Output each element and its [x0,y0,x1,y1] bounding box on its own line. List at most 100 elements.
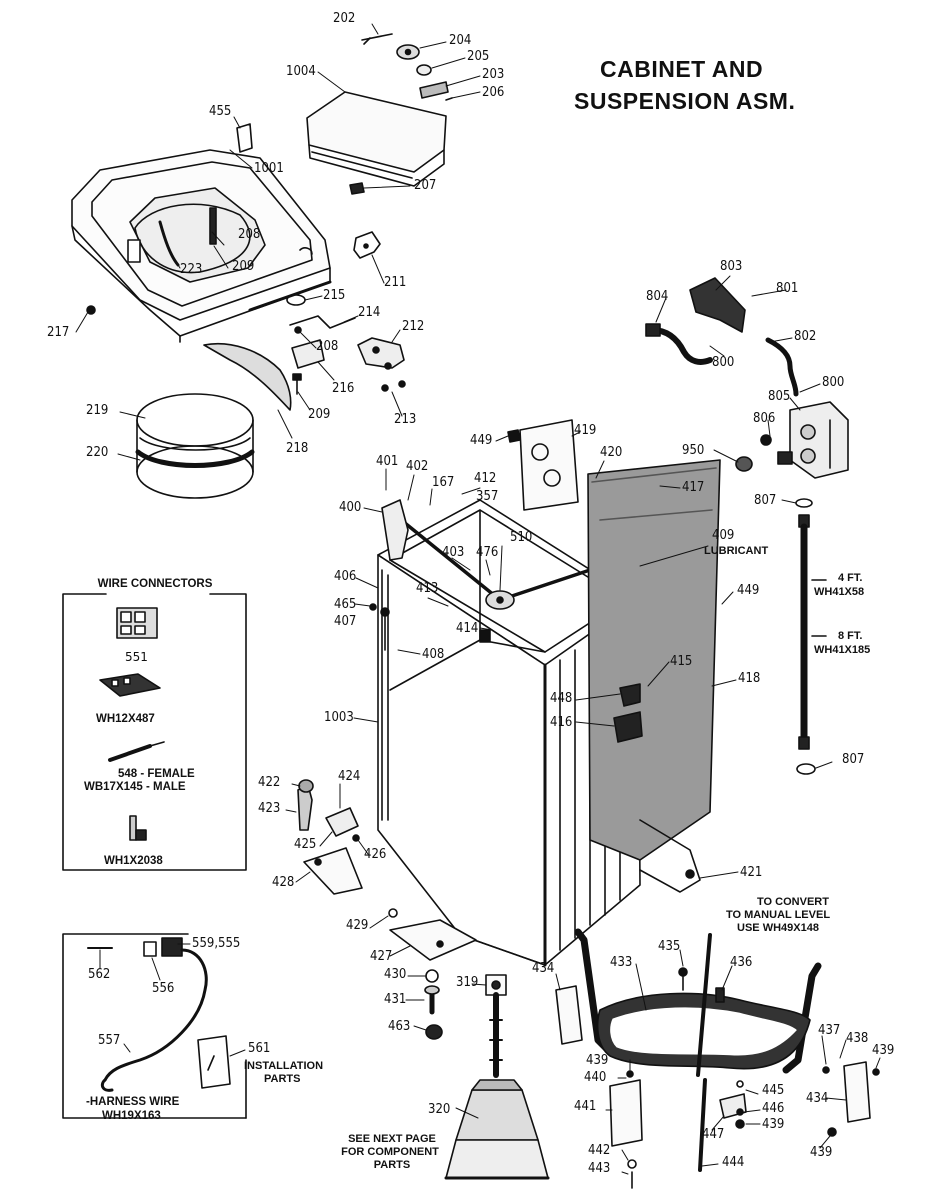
part-number-label: 434 [532,961,555,976]
part-number-label: 422 [258,775,281,790]
convert-note-2: TO MANUAL LEVEL [725,909,831,921]
connector-551-icon [116,607,158,639]
part-number-label: 436 [730,955,753,970]
part-number-label: 1004 [286,64,316,79]
harness-label-559: 559,555 [192,936,241,951]
part-number-label: 434 [806,1091,829,1106]
part-number-label: 449 [737,583,760,598]
hose-4ft-note: 4 FT. [838,572,863,584]
installation-note-2: PARTS [264,1073,301,1085]
part-number-label: 208 [238,227,261,242]
hose-8ft-part: WH41X185 [814,644,871,656]
diagram-title-line-1: CABINET AND [600,56,764,82]
part-number-label: 428 [272,875,295,890]
harness-box [62,933,247,1119]
bracket-424 [325,807,359,837]
mounting-plate-part [507,419,579,511]
convert-note-1: TO CONVERT [757,896,829,908]
part-number-label: 217 [47,325,70,340]
part-number-label: 801 [776,281,799,296]
part-number-label: 463 [388,1019,411,1034]
part-number-label: 448 [550,691,573,706]
part-number-label: 1001 [254,161,284,176]
part-number-label: 465 [334,597,357,612]
part-number-label: 319 [456,975,479,990]
harness-label-561: 561 [248,1041,271,1056]
part-number-label: 1003 [324,710,354,725]
part-number-label: 357 [476,489,499,504]
part-number-label: 402 [406,459,429,474]
bracket-434 [555,985,583,1045]
switch-part [353,231,381,259]
connector-wh12x487-label: WH12X487 [96,713,155,725]
part-number-label: 213 [394,412,417,427]
part-number-label: 439 [586,1053,609,1068]
top-cover-part [71,149,332,343]
part-number-label: 445 [762,1083,785,1098]
part-number-label: 216 [332,381,355,396]
rail-part [639,819,701,893]
part-number-label: 444 [722,1155,745,1170]
see-next-page-note-2: FOR COMPONENT [341,1146,439,1158]
part-number-label: 400 [339,500,362,515]
part-number-label: 202 [333,11,356,26]
part-number-label: 401 [376,454,399,469]
harness-label-557: 557 [98,1033,121,1048]
hose-4ft-part: WH41X58 [814,586,865,598]
wire-connectors-heading: WIRE CONNECTORS [97,578,213,590]
part-number-label: 167 [432,475,455,490]
connector-548-icon [108,741,165,762]
part-number-label: 446 [762,1101,785,1116]
part-number-label: 807 [754,493,777,508]
part-number-label: 209 [232,259,255,274]
part-number-label: 423 [258,801,281,816]
part-number-label: 209 [308,407,331,422]
foot-463 [425,1024,443,1040]
splash-guard-part [203,342,292,411]
part-number-label: 431 [384,992,407,1007]
harness-label-562: 562 [88,967,111,982]
bracket-part [236,123,253,153]
installation-note-1: INSTALLATION [244,1060,324,1072]
part-number-label: 440 [584,1070,607,1085]
hanger-part [381,499,409,561]
connector-wh12x487-icon [99,673,161,697]
part-number-label: 218 [286,441,309,456]
part-number-label: 476 [476,545,499,560]
part-number-label: 403 [442,545,465,560]
part-number-label: 211 [384,275,407,290]
part-950 [735,456,753,472]
rod-part [289,315,356,329]
water-valve-part [777,401,849,479]
part-number-label: 418 [738,671,761,686]
part-number-label: 449 [470,433,493,448]
part-number-label: 804 [646,289,669,304]
suspension-frame-part [574,928,822,1172]
ring-part [286,294,306,306]
part-number-label: 455 [209,104,232,119]
part-number-label: 437 [818,1023,841,1038]
part-number-label: 207 [414,178,437,193]
harness-label-556: 556 [152,981,175,996]
part-number-label: 439 [762,1117,785,1132]
harness-caption-1: -HARNESS WIRE [86,1096,180,1108]
nut-430 [425,969,439,983]
part-number-label: 510 [510,530,533,545]
part-number-label: 800 [712,355,735,370]
connector-wh1x2038-icon [129,815,147,841]
wire-connector-box [62,593,247,871]
part-number-label: 220 [86,445,109,460]
part-number-label: 204 [449,33,472,48]
part-number-label: 206 [482,85,505,100]
see-next-page-note-3: PARTS [373,1159,411,1171]
part-number-label: 807 [842,752,865,767]
part-number-label: 425 [294,837,317,852]
tub-ring-part [135,393,255,499]
diagram-title-line-2: SUSPENSION ASM. [574,88,796,114]
part-number-label: 320 [428,1102,451,1117]
part-number-label: 447 [702,1127,725,1142]
part-number-label: 438 [846,1031,869,1046]
part-number-label: 950 [682,443,705,458]
part-number-label: 409 [712,528,735,543]
